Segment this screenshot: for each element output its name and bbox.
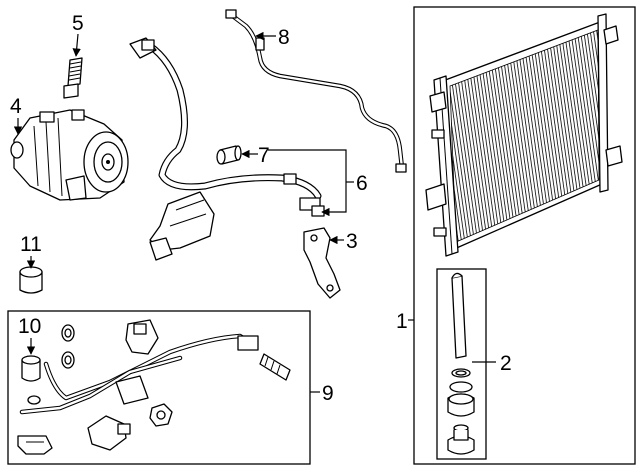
leader-5 [72, 33, 81, 57]
compressor [10, 109, 129, 201]
callout-11: 11 [20, 233, 42, 256]
callout-8: 8 [278, 26, 290, 49]
hose-bracket [303, 227, 341, 299]
condenser [425, 13, 623, 257]
receiver-dryer-group-box [436, 268, 487, 460]
hose-kit-group-box [7, 310, 311, 465]
callout-1: 1 [396, 310, 408, 333]
receiver-dryer-parts [447, 272, 475, 455]
callout-2: 2 [500, 352, 512, 375]
callout-10: 10 [18, 315, 41, 338]
condenser-group-box [413, 6, 636, 465]
relief-valve [63, 57, 83, 99]
ac-hose-assembly [129, 37, 325, 261]
pressure-sensor [216, 145, 242, 165]
callout-5: 5 [72, 12, 84, 35]
callout-3: 3 [346, 230, 358, 253]
callout-7: 7 [258, 144, 270, 167]
callout-4: 4 [10, 95, 22, 118]
callout-6: 6 [356, 172, 368, 195]
callout-9: 9 [322, 382, 334, 405]
leader-6 [268, 149, 347, 217]
hose-kit-parts [17, 319, 291, 455]
service-cap [19, 266, 43, 294]
liquid-line [225, 9, 407, 173]
